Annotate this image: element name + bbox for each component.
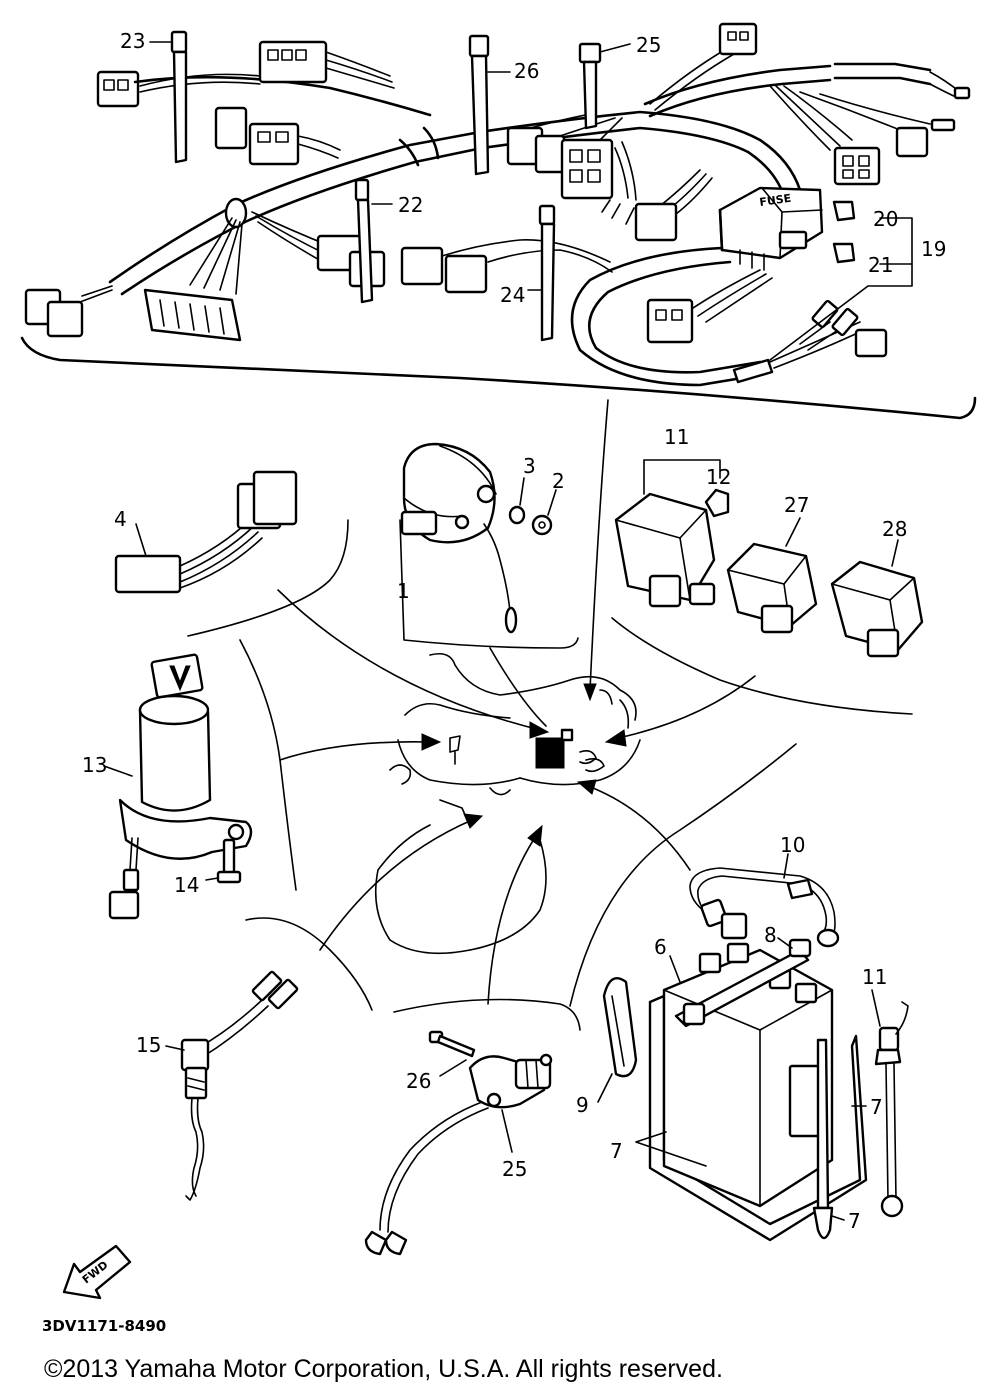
callout-10: 10	[780, 833, 805, 857]
section-neutral-switch-16: 15	[136, 917, 373, 1201]
callout-labels: 23 26 25 22 24 20 21 19	[120, 29, 946, 307]
callout-15: 14	[174, 873, 199, 897]
callout-26: 26	[406, 1069, 431, 1093]
callout-14: 13	[82, 753, 107, 777]
callout-5: 6	[654, 935, 667, 959]
section-starter-relay-1: 1 2 3	[397, 442, 579, 649]
callout-13: 12	[706, 465, 731, 489]
leader-lines	[277, 399, 756, 1005]
wire-harness: FUSE	[20, 22, 977, 420]
callout-11: 11	[862, 965, 887, 989]
callout-6: 7	[848, 1209, 861, 1233]
callout-25: 25	[502, 1157, 527, 1181]
motorcycle-frame-outline	[374, 652, 641, 955]
callout-22: 24	[500, 283, 525, 307]
section-wire-lead-4: 4	[114, 470, 349, 637]
copyright-notice: ©2013 Yamaha Motor Corporation, U.S.A. A…	[44, 1355, 723, 1383]
section-oil-switch-25: 26 25	[364, 998, 581, 1256]
callout-3: 3	[523, 454, 536, 478]
section-main-switch-14: 13 14	[82, 639, 297, 920]
callout-20: 22	[398, 193, 423, 217]
callout-8: 8	[764, 923, 777, 947]
callout-4: 4	[114, 507, 127, 531]
forward-arrow-icon: FWD	[62, 1244, 132, 1300]
callout-1: 1	[397, 579, 410, 603]
callout-23: 25	[636, 33, 661, 57]
callout-24: 26	[514, 59, 539, 83]
callout-7-right: 7	[870, 1095, 883, 1119]
callout-27: 27	[784, 493, 809, 517]
fuse-box-label: FUSE	[759, 192, 792, 209]
callout-19: 21	[868, 253, 893, 277]
callout-7-left: 7	[610, 1139, 623, 1163]
part-code: 3DV1171-8490	[42, 1317, 166, 1335]
callout-2: 2	[552, 469, 565, 493]
callout-21: 23	[120, 29, 145, 53]
callout-16: 15	[136, 1033, 161, 1057]
callout-17: 19	[921, 237, 946, 261]
section-relays-12-27-28: 11 12 27 28	[611, 425, 924, 715]
callout-9: 9	[576, 1093, 589, 1117]
section-battery: 9 8 6 10 7	[569, 743, 909, 1242]
callout-28: 28	[882, 517, 907, 541]
callout-12: 11	[664, 425, 689, 449]
callout-18: 20	[873, 207, 898, 231]
